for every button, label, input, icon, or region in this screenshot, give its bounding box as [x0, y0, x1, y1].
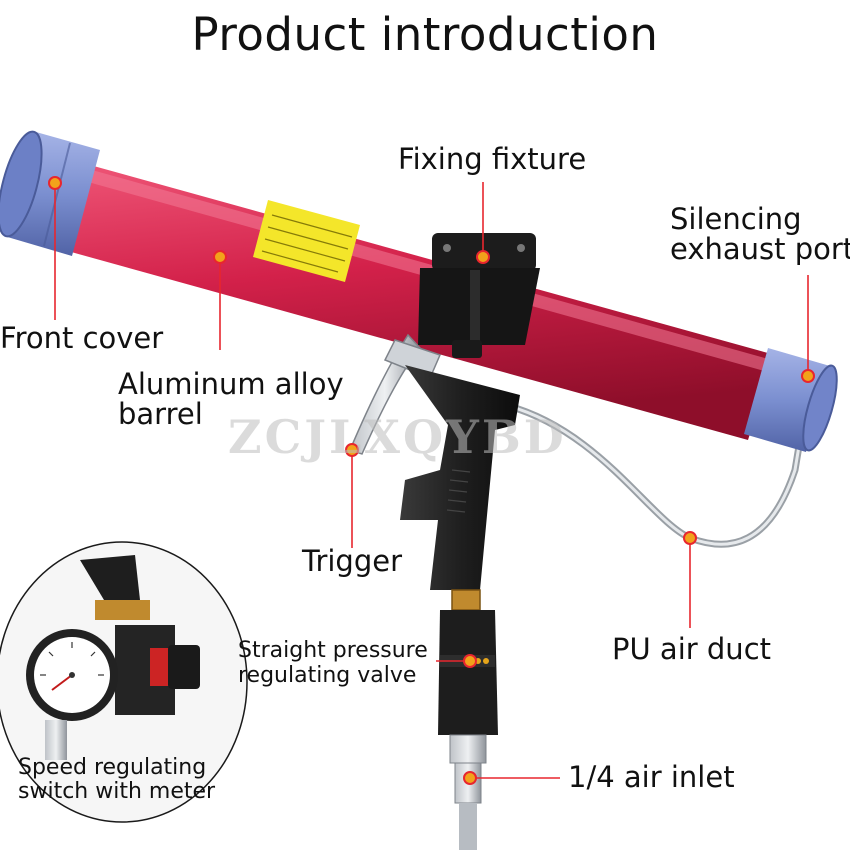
- marker-silencing-port: [801, 369, 815, 383]
- callout-markers: [48, 176, 815, 785]
- label-air-inlet: 1/4 air inlet: [568, 760, 735, 794]
- pistol-grip: [400, 365, 520, 590]
- label-valve-line2: regulating valve: [238, 663, 417, 688]
- label-fixing-fixture: Fixing fixture: [398, 142, 587, 176]
- label-silencing-line1: Silencing: [670, 202, 802, 236]
- marker-valve: [463, 654, 477, 668]
- label-valve-line1: Straight pressure: [238, 638, 428, 663]
- label-barrel-line2: barrel: [118, 397, 203, 431]
- marker-air-inlet: [463, 771, 477, 785]
- marker-pu-duct: [683, 531, 697, 545]
- watermark: ZCJLXQYBD: [228, 410, 567, 464]
- front-cover: [0, 130, 100, 256]
- label-speed-line1: Speed regulating: [18, 755, 207, 780]
- page-title: Product introduction: [191, 8, 659, 61]
- inset-gauge-view: [0, 541, 248, 823]
- label-front-cover: Front cover: [0, 321, 164, 355]
- marker-front-cover: [48, 176, 62, 190]
- marker-fixing-fixture: [476, 250, 490, 264]
- label-trigger: Trigger: [302, 544, 403, 578]
- label-pu-air-duct: PU air duct: [612, 632, 772, 666]
- label-silencing-line2: exhaust port: [670, 232, 850, 266]
- label-speed-line2: switch with meter: [18, 779, 216, 804]
- marker-barrel: [213, 250, 227, 264]
- warning-sticker: [253, 200, 360, 282]
- regulating-valve: [438, 589, 498, 850]
- marker-trigger: [345, 443, 359, 457]
- label-barrel-line1: Aluminum alloy: [118, 367, 344, 401]
